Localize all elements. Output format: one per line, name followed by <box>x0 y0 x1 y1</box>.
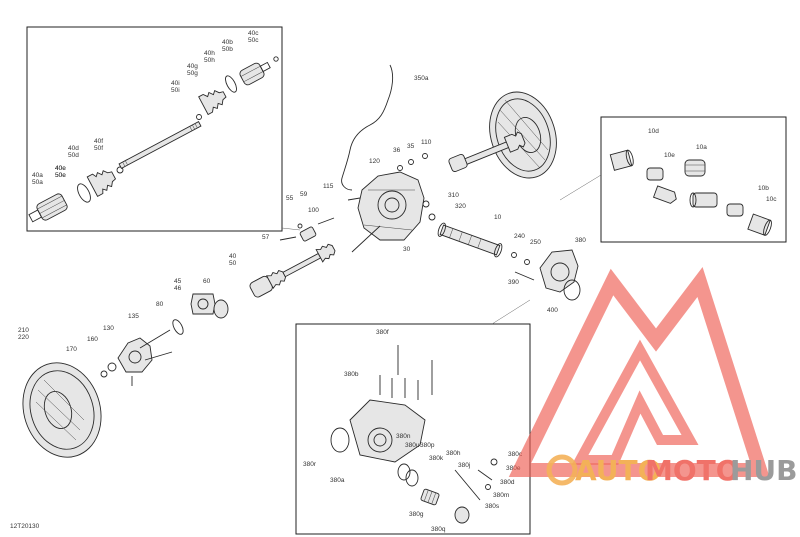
part-label: 380a <box>330 477 345 484</box>
part-label: 400 <box>547 307 558 314</box>
part-label: 135 <box>128 313 139 320</box>
part-label: 380g <box>409 511 424 518</box>
part-label: 380r <box>303 461 317 468</box>
part-label: 380 <box>575 237 586 244</box>
part-label: 10b <box>758 185 769 192</box>
part-label: 115 <box>323 183 334 190</box>
part-label: 380d <box>500 479 515 486</box>
part-label: 120 <box>369 158 380 165</box>
part-label: 100 <box>308 207 319 214</box>
wheel-left <box>22 362 102 458</box>
watermark-word-moto: MOTO <box>645 454 740 487</box>
part-label: 380h <box>446 450 461 457</box>
part-label: 380n <box>396 433 411 440</box>
part-label: 59 <box>300 191 308 198</box>
watermark-logo: AUTO MOTO HUB <box>508 267 798 487</box>
part-label: 57 <box>262 234 270 241</box>
part-label: 380b <box>344 371 359 378</box>
part-label: 380j <box>458 462 470 469</box>
part-label: 110 <box>421 139 432 146</box>
part-label: 160 <box>87 336 98 343</box>
part-label: 380f <box>376 329 389 336</box>
part-label: 10a <box>696 144 707 151</box>
part-label: 170 <box>66 346 77 353</box>
watermark-word-hub: HUB <box>730 454 798 487</box>
part-label: 10e <box>664 152 675 159</box>
inset-driveshaft-frame <box>26 26 283 232</box>
wheel-hub <box>117 337 153 373</box>
part-label: 380k <box>429 455 444 462</box>
watermark-triangle-outer <box>508 267 770 477</box>
part-label: 250 <box>530 239 541 246</box>
main-assembly <box>22 64 581 458</box>
watermark-word-auto: AUTO <box>575 454 661 487</box>
diagram-code: 12T20130 <box>10 523 40 530</box>
inset-gearcase-parts <box>330 345 498 524</box>
inset-ujoint-parts <box>609 149 772 236</box>
differential-housing <box>357 171 425 241</box>
inset-driveshaft-parts <box>28 56 279 223</box>
watermark-triangle-inner <box>571 339 699 465</box>
part-label: 380s <box>485 503 500 510</box>
part-label: 60 <box>203 278 211 285</box>
wheel-right <box>489 91 557 179</box>
part-label: 380m <box>493 492 509 499</box>
part-label: 380c <box>508 451 523 458</box>
part-label: 10c <box>766 196 777 203</box>
part-label: 55 <box>286 195 294 202</box>
watermark-gear-icon <box>546 454 578 486</box>
breather-hose <box>341 64 394 191</box>
part-label: 10d <box>648 128 659 135</box>
part-label: 320 <box>455 203 466 210</box>
part-label: 240 <box>514 233 525 240</box>
part-label: 35 <box>407 143 415 150</box>
part-label: 380q <box>431 526 446 533</box>
part-label: 10 <box>494 214 502 221</box>
part-label: 310 <box>448 192 459 199</box>
part-label: 36 <box>393 147 401 154</box>
part-label: 380p <box>420 442 435 449</box>
part-label: 380u <box>405 442 420 449</box>
part-label: 80 <box>156 301 164 308</box>
part-label: 130 <box>103 325 114 332</box>
part-label: 30 <box>403 246 411 253</box>
part-label: 390 <box>508 279 519 286</box>
rear-gearcase <box>539 249 579 293</box>
part-label: 350a <box>414 75 429 82</box>
